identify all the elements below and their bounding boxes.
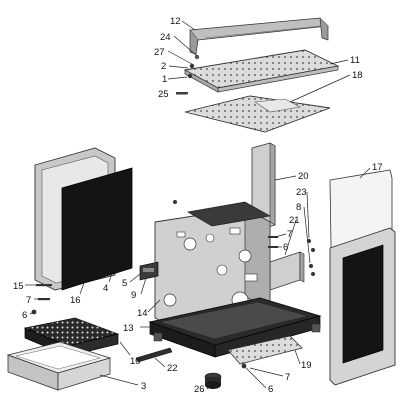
callout-15: 15 xyxy=(13,281,24,292)
callout-27: 27 xyxy=(154,47,165,58)
callout-17: 17 xyxy=(372,162,383,173)
callout-7-right: 7 xyxy=(287,229,292,240)
callout-4: 4 xyxy=(103,283,108,294)
callout-16: 16 xyxy=(70,295,81,306)
callout-2: 2 xyxy=(161,61,166,72)
callout-9: 9 xyxy=(131,290,136,301)
callout-19: 19 xyxy=(301,360,312,371)
callout-24: 24 xyxy=(160,32,171,43)
part-top-plate xyxy=(184,95,331,133)
part-right-screws xyxy=(307,239,315,276)
part-right-door xyxy=(329,227,396,386)
callout-25: 25 xyxy=(158,89,169,100)
callout-3: 3 xyxy=(141,381,146,392)
callout-6-left: 6 xyxy=(22,310,27,321)
part-control-box xyxy=(139,261,159,281)
leader-lines xyxy=(25,20,371,390)
callout-20: 20 xyxy=(298,171,309,182)
part-vertical-column xyxy=(251,142,276,231)
callout-23: 23 xyxy=(296,187,307,198)
part-bottom-plate xyxy=(227,335,303,365)
callout-22: 22 xyxy=(167,363,178,374)
part-left-black-panel xyxy=(61,167,133,291)
callout-11: 11 xyxy=(350,55,360,66)
callout-6-right: 6 xyxy=(283,242,288,253)
part-top-tray xyxy=(183,49,340,93)
callout-12: 12 xyxy=(170,16,181,27)
callout-1: 1 xyxy=(162,74,167,85)
callout-7-bottom: 7 xyxy=(285,372,290,383)
part-knob xyxy=(204,372,222,389)
callout-26: 26 xyxy=(194,384,205,395)
callout-13: 13 xyxy=(123,323,134,334)
part-main-chassis xyxy=(154,201,272,331)
callout-7-left: 7 xyxy=(26,295,31,306)
callout-18: 18 xyxy=(352,70,363,81)
callout-21: 21 xyxy=(289,215,300,226)
callout-10: 10 xyxy=(130,356,141,367)
part-rod xyxy=(135,347,173,363)
callout-labels: 12 24 27 2 1 25 11 18 20 17 23 8 21 7 6 … xyxy=(13,16,383,395)
callout-8: 8 xyxy=(296,202,301,213)
part-drip-base xyxy=(6,341,112,391)
part-top-handle xyxy=(189,17,329,55)
part-small-screws xyxy=(176,54,200,95)
callout-6-bottom: 6 xyxy=(268,384,273,395)
callout-5: 5 xyxy=(122,278,127,289)
part-side-bracket xyxy=(269,251,305,291)
callout-14: 14 xyxy=(137,308,148,319)
